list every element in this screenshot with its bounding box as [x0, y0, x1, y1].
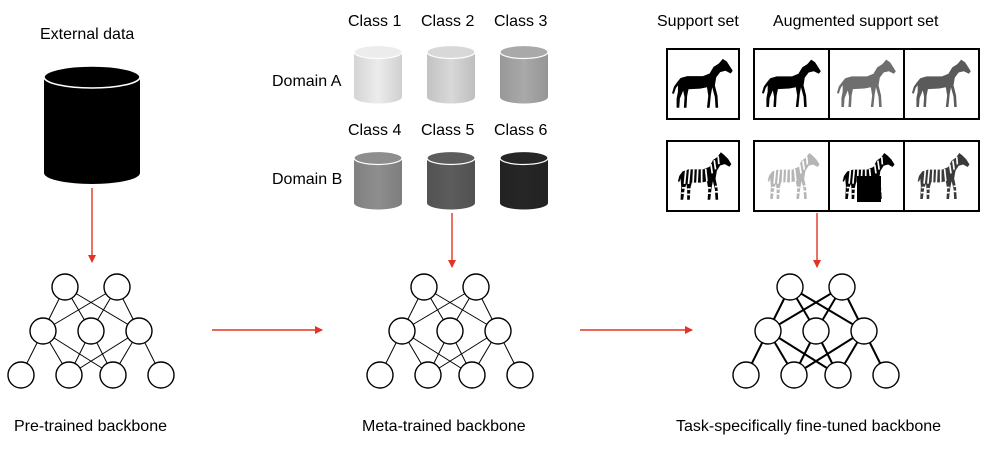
network-node — [29, 317, 57, 345]
class-4-label: Class 4 — [348, 122, 402, 139]
network-node — [802, 317, 830, 345]
class-3-cylinder-icon — [499, 44, 549, 104]
pretrained-backbone-caption: Pre-trained backbone — [14, 418, 167, 435]
network-edge — [427, 330, 499, 376]
network-edge — [42, 286, 118, 332]
class-6-cylinder-icon — [499, 150, 549, 210]
network-node — [850, 317, 878, 345]
network-node — [7, 361, 35, 389]
class-2-label: Class 2 — [421, 13, 475, 30]
network-node — [147, 361, 175, 389]
network-node — [776, 273, 804, 301]
class-1-label: Class 1 — [348, 13, 402, 30]
augmented-support-set-label: Augmented support set — [773, 13, 939, 30]
class-4-cylinder-icon — [353, 150, 403, 210]
network-node — [506, 361, 534, 389]
network-node — [828, 273, 856, 301]
network-node — [780, 361, 808, 389]
network-edge — [401, 286, 477, 332]
network-node — [55, 361, 83, 389]
network-node — [99, 361, 127, 389]
network-node — [77, 317, 105, 345]
network-node — [484, 317, 512, 345]
finetuned-backbone-caption: Task-specifically fine-tuned backbone — [676, 418, 942, 435]
domain-a-label: Domain A — [272, 73, 342, 90]
network-node — [125, 317, 153, 345]
meta-trained-backbone-caption: Meta-trained backbone — [362, 418, 526, 435]
class-3-label: Class 3 — [494, 13, 548, 30]
network-node — [366, 361, 394, 389]
support-set-label: Support set — [657, 13, 739, 30]
network-edge — [401, 330, 473, 376]
network-node — [824, 361, 852, 389]
network-node — [458, 361, 486, 389]
network-edge — [423, 286, 499, 332]
class-5-cylinder-icon — [426, 150, 476, 210]
augmented-support-set-panel — [753, 48, 980, 212]
network-edge — [767, 286, 843, 332]
class-2-cylinder-icon — [426, 44, 476, 104]
metatrained-backbone-network — [366, 273, 534, 389]
class-cylinders — [353, 44, 549, 210]
external-data-database-icon — [43, 65, 141, 184]
network-node — [732, 361, 760, 389]
class-6-label: Class 6 — [494, 122, 548, 139]
network-node — [436, 317, 464, 345]
domain-b-label: Domain B — [272, 171, 343, 188]
support-set-panel — [666, 48, 740, 212]
network-edge — [789, 286, 865, 332]
network-edge — [68, 330, 140, 376]
network-node — [414, 361, 442, 389]
network-node — [754, 317, 782, 345]
network-node — [462, 273, 490, 301]
class-5-label: Class 5 — [421, 122, 475, 139]
network-node — [51, 273, 79, 301]
cutout-occlusion-block — [857, 176, 881, 202]
finetuned-backbone-network — [732, 273, 900, 389]
network-node — [410, 273, 438, 301]
network-edge — [64, 286, 140, 332]
network-node — [103, 273, 131, 301]
network-edge — [42, 330, 114, 376]
external-data-label: External data — [40, 26, 135, 43]
network-node — [872, 361, 900, 389]
network-edge — [793, 330, 865, 376]
network-edge — [767, 330, 839, 376]
network-node — [388, 317, 416, 345]
pretrained-backbone-network — [7, 273, 175, 389]
class-1-cylinder-icon — [353, 44, 403, 104]
